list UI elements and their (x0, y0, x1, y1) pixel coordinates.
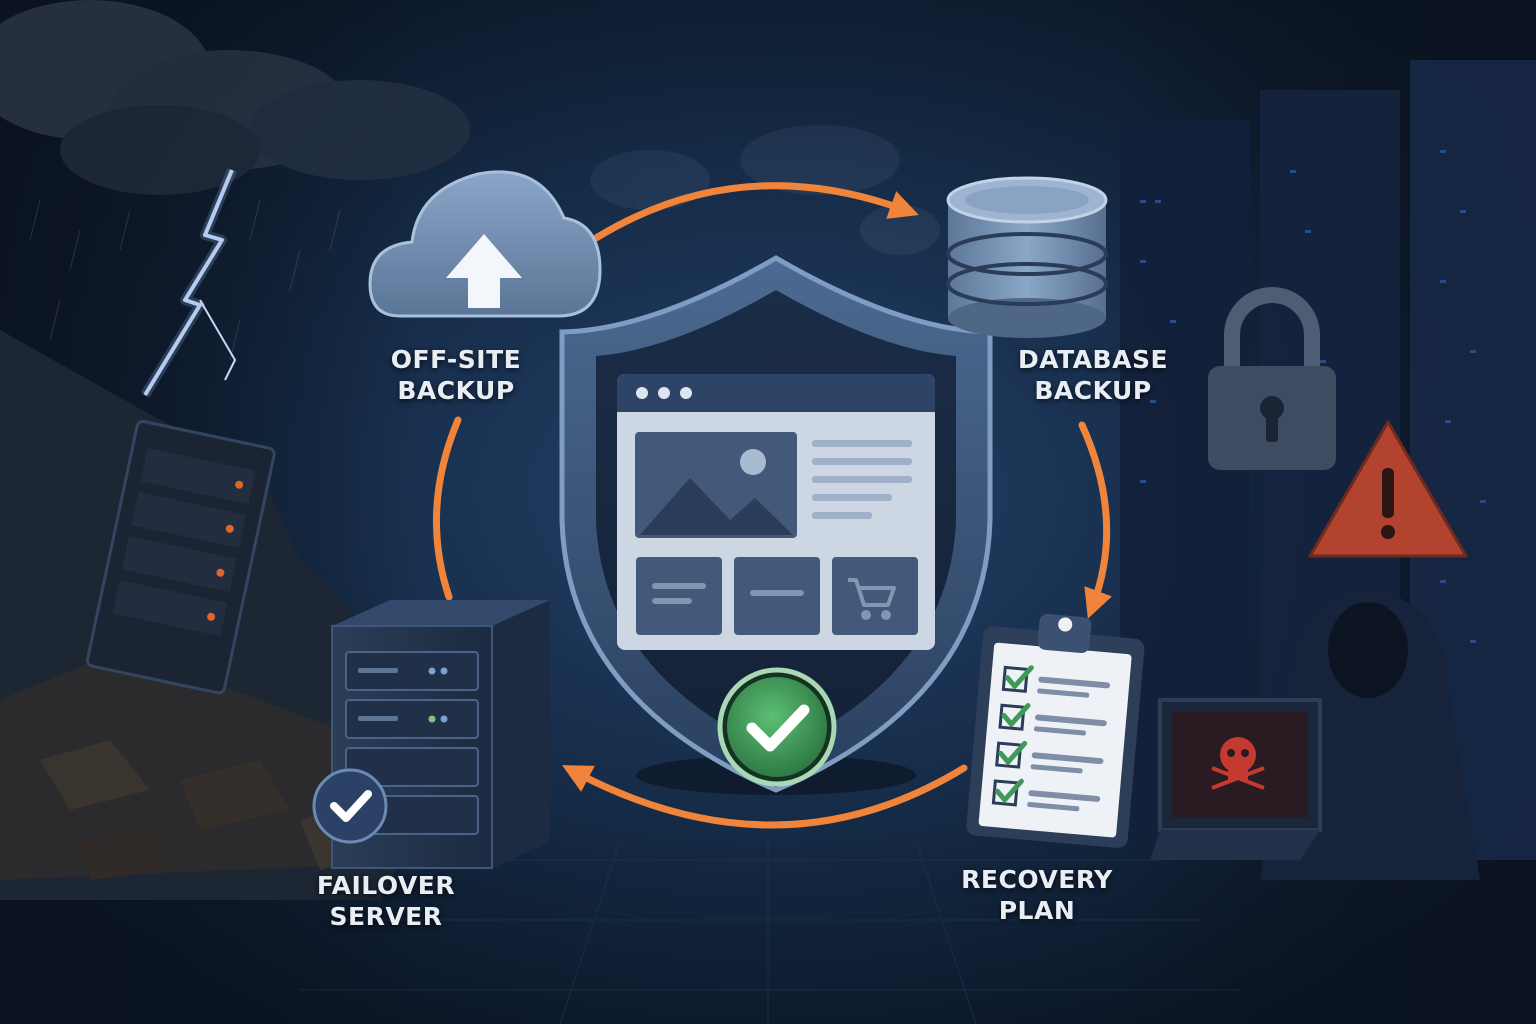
hacker-skull-icon (1150, 590, 1480, 880)
broken-server-rack-icon (85, 419, 276, 695)
check-badge-icon (717, 667, 837, 787)
cycle-arrows (432, 182, 1112, 829)
database-icon (946, 176, 1108, 338)
label-line: BACKUP (397, 376, 515, 405)
cloud-upload-icon (368, 170, 602, 318)
database-backup-label: DATABASE BACKUP (1008, 344, 1178, 406)
lock-icon (1208, 287, 1336, 470)
label-line: RECOVERY (961, 865, 1113, 894)
label-line: OFF-SITE (390, 345, 522, 374)
storm-lightning-icon (140, 168, 237, 398)
arrow-right (1078, 421, 1112, 619)
clipboard-checklist-icon (966, 613, 1145, 848)
label-line: FAILOVER (316, 871, 456, 900)
arrow-top (592, 182, 919, 242)
label-line: SERVER (329, 902, 443, 931)
arrow-bottom (561, 764, 968, 829)
arrow-left (432, 416, 462, 601)
failover-server-label: FAILOVER SERVER (306, 870, 466, 932)
label-line: DATABASE (1017, 345, 1169, 374)
warning-triangle-icon (1308, 420, 1468, 558)
storm-cloud (0, 0, 470, 195)
offsite-backup-label: OFF-SITE BACKUP (383, 344, 529, 406)
shield-website-icon (559, 255, 993, 795)
recovery-plan-label: RECOVERY PLAN (952, 864, 1122, 926)
label-line: PLAN (998, 896, 1076, 925)
label-line: BACKUP (1034, 376, 1152, 405)
check-circle-icon (312, 768, 388, 844)
cart-icon (848, 578, 896, 620)
